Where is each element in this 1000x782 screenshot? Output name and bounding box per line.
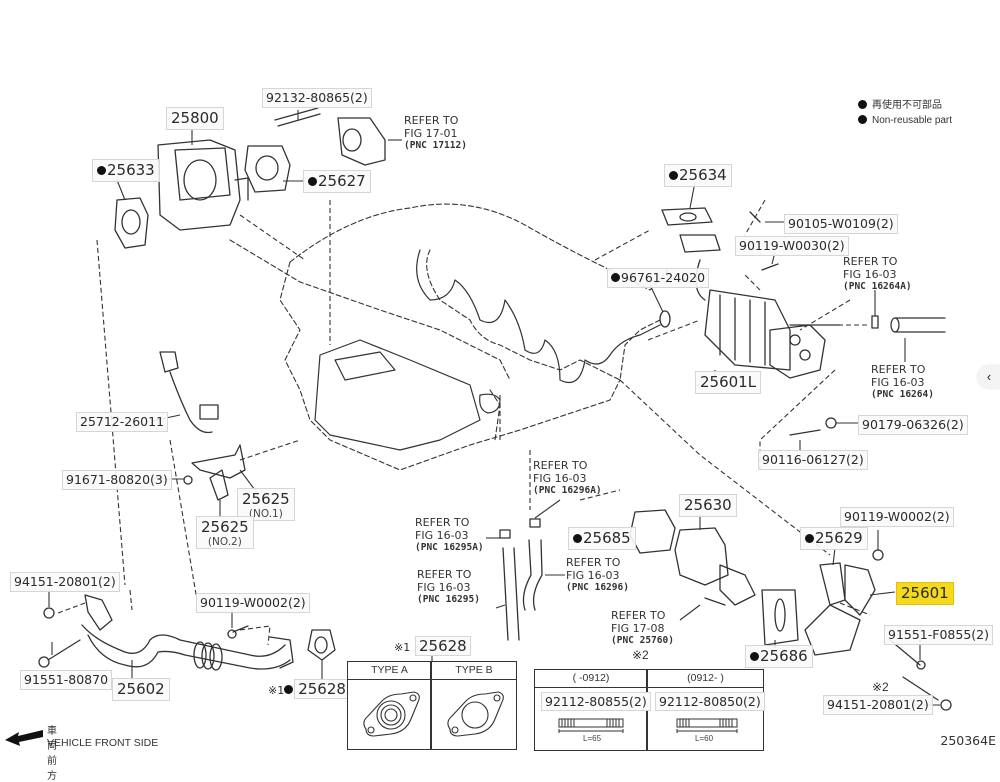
stud-bolt-table: ( -0912) (0912- ) 92112-80855(2) 92112-8… xyxy=(534,669,765,751)
stud-part-92112-80850[interactable]: 92112-80850(2) xyxy=(655,692,765,711)
filled-circle-icon xyxy=(858,115,867,124)
non-reusable-dot-icon xyxy=(805,534,814,543)
part-label-90119-W0030[interactable]: 90119-W0030(2) xyxy=(735,236,849,256)
part-label-90179-06326[interactable]: 90179-06326(2) xyxy=(858,415,968,435)
assembly-lines xyxy=(57,199,871,646)
part-label-25625-no1[interactable]: 25625(NO.1) xyxy=(237,488,295,521)
part-label-90119-W0002-right[interactable]: 90119-W0002(2) xyxy=(840,507,954,527)
part-label-25685[interactable]: 25685 xyxy=(568,527,636,550)
filled-circle-icon xyxy=(858,100,867,109)
legend-item-jp: 再使用不可部品 xyxy=(858,98,952,113)
part-label-25630[interactable]: 25630 xyxy=(679,494,737,517)
throttle-body-drawing xyxy=(157,139,249,231)
part-label-25629[interactable]: 25629 xyxy=(800,527,868,550)
part-label-90116-06127[interactable]: 90116-06127(2) xyxy=(758,450,868,470)
figure-code: 250364E xyxy=(940,733,996,748)
range-header-early: ( -0912) xyxy=(535,670,647,688)
part-label-25628-type-table[interactable]: ※1 25628 xyxy=(390,636,475,658)
part-label-91671-80820[interactable]: 91671-80820(3) xyxy=(62,470,172,490)
engine-outline xyxy=(229,203,669,471)
part-label-94151-20801-right[interactable]: 94151-20801(2) xyxy=(823,695,933,715)
non-reusable-dot-icon xyxy=(573,534,582,543)
part-label-90105-W0109[interactable]: 90105-W0109(2) xyxy=(784,214,898,234)
non-reusable-dot-icon xyxy=(750,652,759,661)
part-label-96761-24020[interactable]: 96761-24020 xyxy=(607,268,710,288)
part-label-25633[interactable]: 25633 xyxy=(92,159,160,182)
stud-bolt-drawing-l60 xyxy=(676,718,738,733)
gasket-type-a-drawing xyxy=(363,691,420,737)
egr-pipe-25602-drawing xyxy=(81,594,294,671)
part-label-91551-80870[interactable]: 91551-80870 xyxy=(20,670,113,690)
non-reusable-dot-icon xyxy=(669,171,678,180)
egr-pipe-drawing xyxy=(804,562,876,656)
part-label-92132-80865[interactable]: 92132-80865(2) xyxy=(262,88,372,108)
stud-bolt-drawing-l65 xyxy=(558,718,624,733)
part-label-25686[interactable]: 25686 xyxy=(745,645,813,668)
legend: 再使用不可部品 Non-reusable part xyxy=(858,98,952,128)
legend-item-en: Non-reusable part xyxy=(858,113,952,128)
part-label-25634[interactable]: 25634 xyxy=(664,164,732,187)
gasket-type-table: TYPE A TYPE B xyxy=(347,661,517,750)
stud-length-l65: L=65 xyxy=(583,734,602,743)
part-label-25602[interactable]: 25602 xyxy=(112,678,170,701)
part-label-25601L[interactable]: 25601L xyxy=(695,371,762,394)
intake-manifold xyxy=(314,249,661,451)
part-label-94151-20801-left[interactable]: 94151-20801(2) xyxy=(10,572,120,592)
non-reusable-dot-icon xyxy=(611,273,620,282)
part-label-25712-26011[interactable]: 25712-26011 xyxy=(76,412,169,432)
type-b-header: TYPE B xyxy=(432,662,516,680)
note-mark-2-bolt: ※2 xyxy=(872,680,889,694)
non-reusable-dot-icon xyxy=(97,166,106,175)
arrow-left-icon xyxy=(5,730,43,746)
stud-length-l60: L=60 xyxy=(695,734,714,743)
stud-part-92112-80855[interactable]: 92112-80855(2) xyxy=(541,692,651,711)
part-label-25800[interactable]: 25800 xyxy=(166,107,224,130)
non-reusable-dot-icon xyxy=(284,685,294,694)
part-label-25627[interactable]: 25627 xyxy=(303,170,371,193)
gasket-type-b-drawing xyxy=(447,691,504,737)
vehicle-front-en: VEHICLE FRONT SIDE xyxy=(47,737,159,749)
collapse-panel-button[interactable]: ‹ xyxy=(978,366,1000,388)
table-divider xyxy=(430,662,432,749)
vehicle-front-jp: 車両前方 xyxy=(47,726,57,782)
type-a-header: TYPE A xyxy=(348,662,431,680)
part-label-25601-highlighted[interactable]: 25601 xyxy=(896,582,954,605)
part-label-91551-F0855[interactable]: 91551-F0855(2) xyxy=(884,625,993,645)
non-reusable-dot-icon xyxy=(308,177,317,186)
range-header-late: (0912- ) xyxy=(648,670,763,688)
part-label-25625-no2[interactable]: 25625(NO.2) xyxy=(196,516,254,549)
egr-cooler-drawing xyxy=(661,207,841,379)
note-mark-2-table: ※2 xyxy=(632,648,649,662)
chevron-left-icon: ‹ xyxy=(986,369,992,384)
part-label-90119-W0002-left[interactable]: 90119-W0002(2) xyxy=(196,593,310,613)
